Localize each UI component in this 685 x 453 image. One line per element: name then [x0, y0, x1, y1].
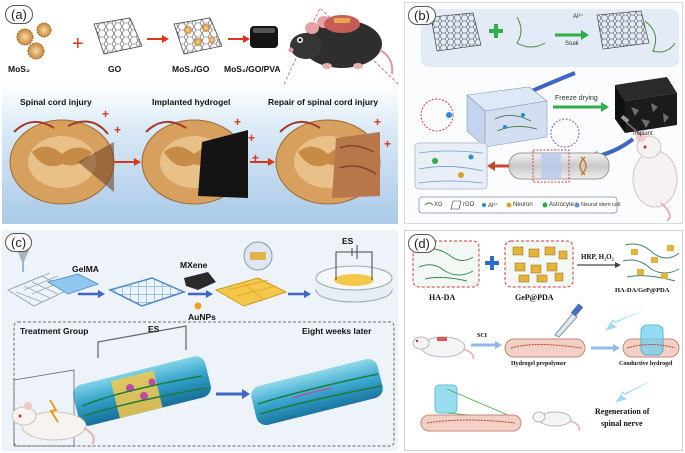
label-reagent: HRP, H₂O₂: [581, 253, 614, 261]
conductive-hydrogel-tube: [622, 324, 680, 358]
label-mos2: MoS₂: [8, 64, 30, 74]
zoom-triangle: [13, 369, 75, 447]
label-es-mid: ES: [148, 324, 160, 334]
go-lattice: [430, 12, 482, 52]
treated-nerve-cylinder: [73, 325, 211, 426]
legend-rgo: rGO: [463, 202, 475, 208]
stage-injury: Spinal cord injury: [20, 97, 92, 107]
legend-box: [418, 196, 618, 214]
plus-bar-v-d: [490, 256, 494, 270]
mos2-particles: [16, 22, 52, 60]
svg-text:+: +: [252, 151, 259, 165]
go-sheet: [93, 17, 143, 55]
label-gep-pda: GeP@PDA: [515, 293, 554, 302]
label-product: HA-DA/GeP@PDA: [615, 287, 670, 294]
plus-sign: +: [72, 33, 84, 55]
svg-text:+: +: [234, 115, 241, 129]
svg-text:+: +: [384, 137, 391, 151]
label-hada: HA-DA: [429, 293, 456, 302]
tissue-zoom: [414, 142, 488, 190]
mos2-go-composite: [173, 17, 223, 55]
panel-a-artwork: +: [2, 7, 398, 224]
label-mxene: MXene: [180, 260, 208, 270]
svg-text:+: +: [248, 131, 255, 145]
panel-a: +: [2, 2, 398, 224]
label-mos2-go-pva: MoS₂/GO/PVA: [224, 64, 281, 74]
zoom-circle-right: [550, 118, 580, 148]
label-mos2-go: MoS₂/GO: [172, 64, 210, 74]
label-aunps: AuNPs: [188, 312, 216, 322]
label-al-ion: Al³⁺: [573, 14, 584, 20]
label-go: GO: [108, 64, 122, 74]
aunp-dot: [194, 302, 202, 310]
stage-repair: Repair of spinal cord injury: [268, 97, 379, 107]
label-prepolymer: Hydrogel prepolymer: [511, 361, 567, 367]
panel-d-tag: (d): [408, 234, 436, 253]
comet-arrow-2: [615, 379, 655, 403]
panel-c: (c) GelMA MXene AuNPs ES Treatment Group…: [2, 230, 398, 451]
label-spinal-nerve: spinal nerve: [601, 419, 643, 428]
panel-b: (b) Al³⁺ Soak Freeze drying Implant XG r…: [404, 2, 683, 224]
prepolymer-injection: [504, 303, 586, 358]
svg-text:+: +: [114, 123, 121, 137]
xg-chain: [516, 16, 546, 48]
label-es-top: ES: [342, 236, 354, 246]
panel-c-artwork: [7, 235, 395, 447]
label-treatment-group: Treatment Group: [20, 326, 89, 336]
legend-neuron: Neuron: [513, 202, 533, 208]
comet-arrow-1: [605, 309, 647, 331]
plus-bar-v: [494, 24, 498, 38]
panel-b-artwork: [414, 9, 679, 222]
panel-b-tag: (b): [408, 6, 436, 25]
sci-mouse: [412, 336, 475, 360]
panel-c-tag: (c): [5, 233, 33, 252]
legend-neural-stem-cell: Neural stem cell: [581, 202, 621, 208]
charge-marks: ++ +++ ++: [102, 107, 391, 165]
label-soak: Soak: [565, 41, 579, 47]
panel-d: (d) HA-DA GeP@PDA HRP, H₂O₂ HA-DA/GeP@PD…: [404, 230, 683, 451]
gelma-scaffold: [107, 277, 187, 307]
rat-illustration: [620, 114, 678, 222]
label-eight-weeks-later: Eight weeks later: [302, 326, 372, 336]
svg-text:+: +: [102, 107, 109, 121]
label-conductive-hydrogel: Conductive hydrogel: [619, 361, 673, 367]
gelma-gel: [46, 273, 100, 295]
hydrogel-cube: [466, 86, 548, 148]
product-network: [622, 243, 680, 282]
product-lattice: [596, 10, 650, 50]
rat-illustration-c: [11, 399, 95, 445]
spinal-section-injury: [9, 119, 115, 205]
label-implant: Implant: [633, 131, 653, 137]
svg-text:+: +: [374, 115, 381, 129]
regenerated-nerve-cylinder: [251, 358, 383, 426]
label-regeneration: Regeneration of: [595, 407, 650, 416]
legend-al: Al³⁺: [488, 203, 499, 209]
label-gelma: GelMA: [72, 264, 99, 274]
porous-scaffold: [615, 77, 677, 133]
mxene-flake: [184, 272, 216, 290]
petri-dish: [315, 245, 393, 303]
zoom-circle-left: [420, 98, 454, 132]
spinal-section-repair: [275, 119, 381, 205]
panel-a-tag: (a): [5, 5, 33, 24]
legend-astrocyte: Astrocyte: [549, 202, 575, 208]
regeneration-scene: [420, 384, 581, 432]
label-freeze-drying: Freeze drying: [555, 95, 598, 102]
spinal-section-implanted: [141, 119, 248, 205]
legend-xg: XG: [434, 202, 443, 208]
stage-implanted: Implanted hydrogel: [152, 97, 231, 107]
label-sci: SCI: [477, 333, 488, 339]
legend-swatches: [424, 200, 580, 210]
panel-d-artwork: [412, 240, 680, 432]
mouse-illustration: [288, 15, 394, 75]
